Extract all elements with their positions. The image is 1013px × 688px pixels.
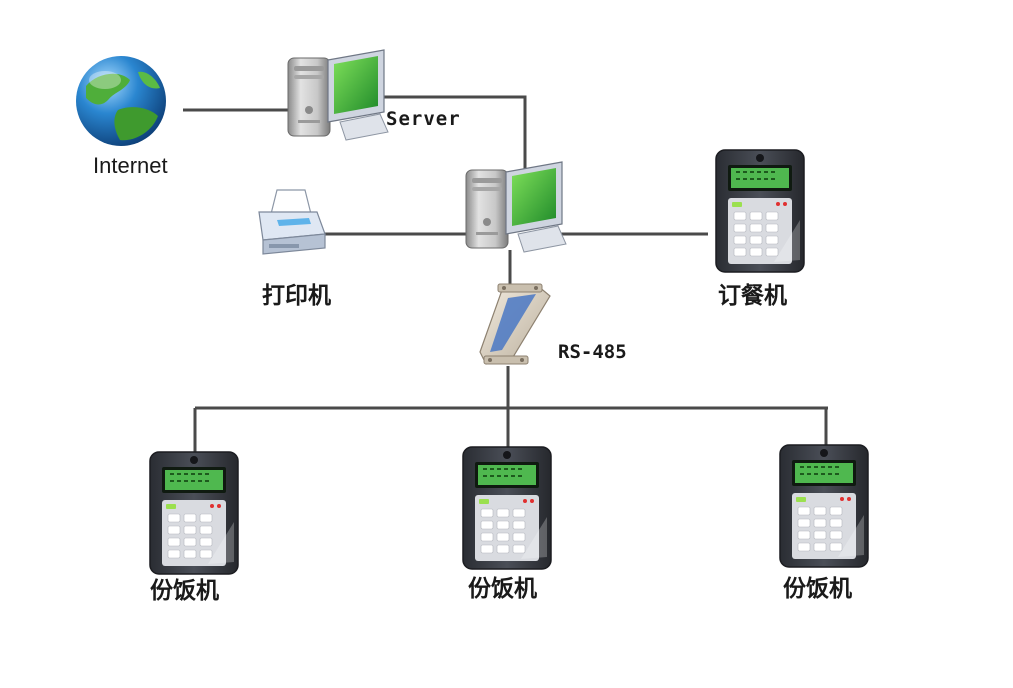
printer-icon <box>258 189 326 255</box>
internet-label: Internet <box>93 153 168 178</box>
serving-terminal-label-1: 份饭机 <box>150 578 219 604</box>
rs485-label: RS-485 <box>558 341 627 363</box>
serving-terminal-icon-3 <box>779 444 869 568</box>
serving-terminal-label-3: 份饭机 <box>783 576 852 602</box>
serving-terminal-label-2: 份饭机 <box>468 576 537 602</box>
order-terminal-label: 订餐机 <box>718 283 787 309</box>
server-workstation-line <box>372 95 527 170</box>
printer-label: 打印机 <box>262 283 331 309</box>
serving-terminal-icon-2 <box>462 446 552 570</box>
connection-lines <box>183 95 828 452</box>
rs485-converter-icon <box>479 283 551 365</box>
server-label: Server <box>386 108 461 130</box>
server-computer-icon <box>287 49 389 141</box>
serving-terminal-icon-1 <box>149 451 239 575</box>
order-terminal-icon <box>715 149 805 273</box>
globe-icon <box>76 56 166 146</box>
workstation-computer-icon <box>465 161 567 253</box>
